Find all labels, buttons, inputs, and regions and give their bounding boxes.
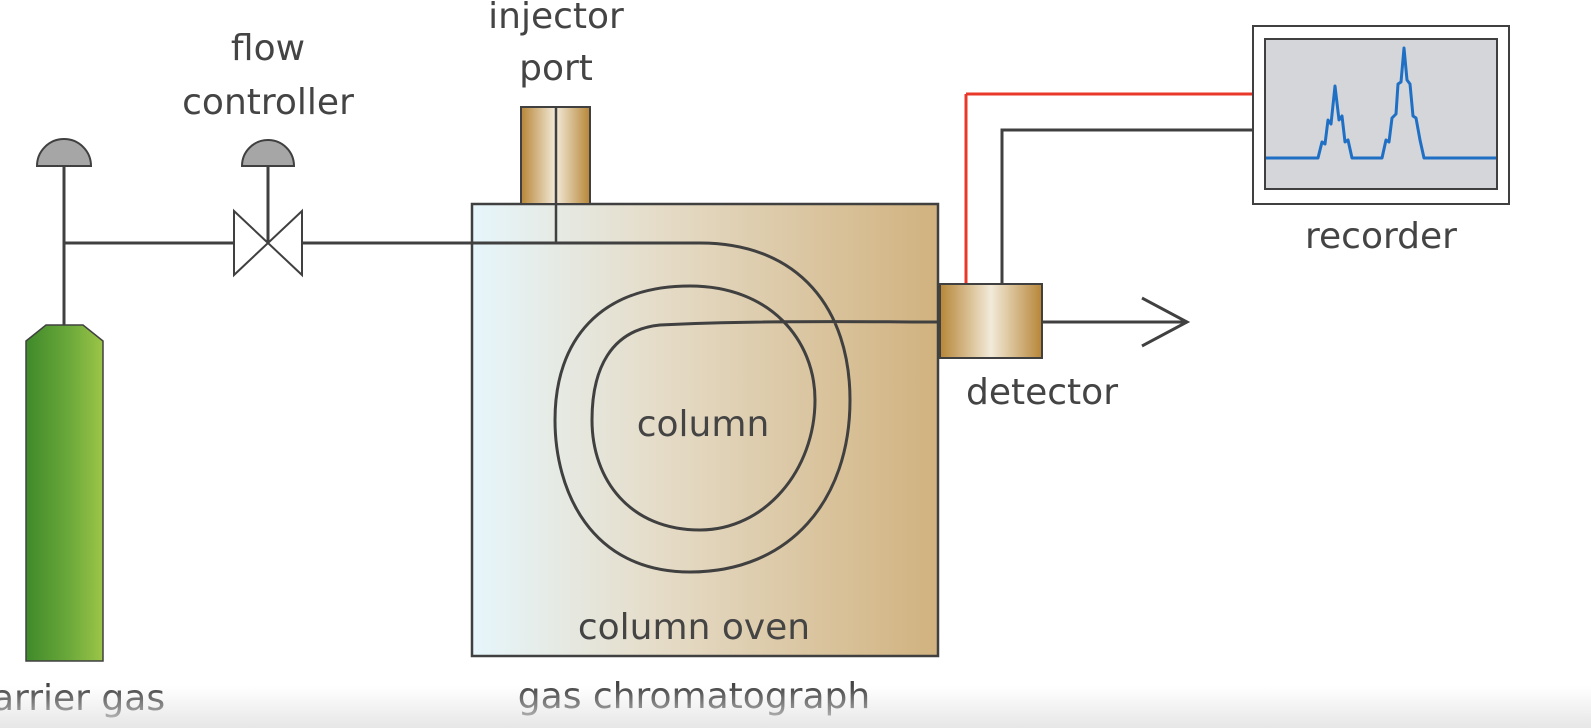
carrier-gas-label: arrier gas (0, 678, 165, 719)
detector-body (939, 283, 1043, 359)
gas-chromatograph-label: gas chromatograph (518, 676, 870, 717)
recorder-screen (1264, 38, 1498, 190)
flow-controller-label-line2: controller (182, 82, 354, 123)
carrier-gas-cylinder (25, 324, 104, 662)
outlet-arrow-icon (1141, 296, 1191, 348)
detector-label: detector (966, 372, 1118, 413)
injector-port-label-line2: port (519, 48, 593, 89)
signal-wire-dark (1000, 128, 1253, 284)
injector-port-label-line1: injector (488, 0, 624, 37)
cylinder-valve-cap-icon (35, 138, 93, 167)
column-oven-box (470, 202, 940, 658)
chromatogram-trace (1266, 46, 1496, 160)
flow-controller-label-line1: flow (231, 28, 305, 69)
flow-controller-cap-icon (240, 139, 296, 167)
recorder-label: recorder (1305, 216, 1457, 257)
column-oven-label: column oven (578, 607, 810, 648)
column-label: column (637, 404, 770, 445)
flow-controller-valve-icon (233, 208, 303, 278)
column-coil (300, 241, 941, 574)
